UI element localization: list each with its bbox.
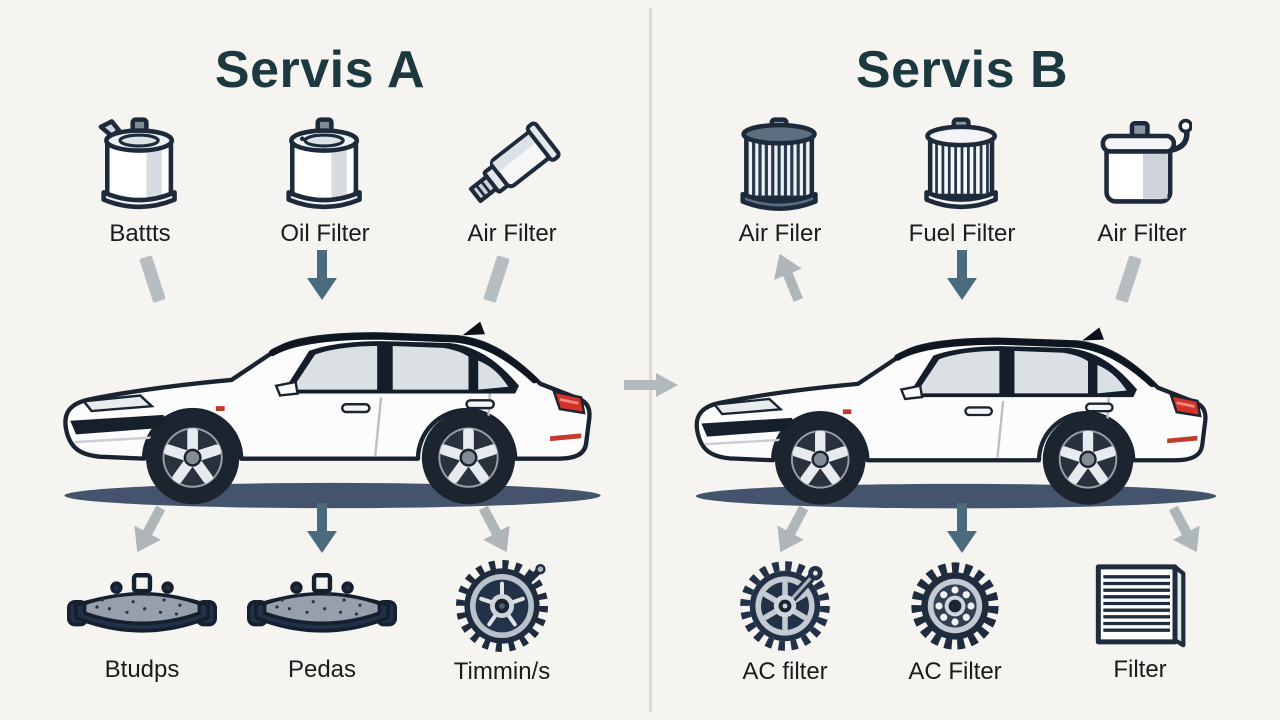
arrow-down-icon <box>947 250 977 300</box>
sprocket-icon <box>907 558 1003 654</box>
item-label: Air Filer <box>738 220 822 247</box>
right-panel-title: Servis B <box>855 41 1069 99</box>
item-label: Air Filter <box>1097 220 1187 247</box>
air-filter-pleated-icon <box>730 116 830 216</box>
list-item: Oil Filter <box>235 116 415 248</box>
panel-divider <box>649 8 652 712</box>
list-item: Pedas <box>232 562 412 684</box>
oil-filter-icon <box>275 116 375 216</box>
gear-wrench-icon <box>737 558 833 654</box>
car-illustration-right <box>678 316 1234 514</box>
list-item: AC Filter <box>865 558 1045 686</box>
list-item: Timmin/s <box>412 558 592 686</box>
fuel-filter-pleated-icon <box>912 116 1012 216</box>
left-panel-title: Servis A <box>214 41 426 99</box>
item-label: Oil Filter <box>280 220 370 247</box>
item-label: Btudps <box>104 656 180 683</box>
list-item: AC filter <box>695 558 875 686</box>
car-illustration-left <box>45 310 620 514</box>
connector-bar-icon <box>483 255 510 303</box>
list-item: Air Filter <box>1052 116 1232 248</box>
item-label: AC Filter <box>908 658 1002 685</box>
list-item: Air Filer <box>690 116 870 248</box>
arrow-down-icon <box>307 503 337 553</box>
spark-plug-icon <box>462 116 562 216</box>
item-label: Filter <box>1113 656 1167 683</box>
oil-canister-icon <box>90 116 190 216</box>
list-item: Btudps <box>52 562 232 684</box>
connector-bar-icon <box>139 255 166 303</box>
brake-pad-icon <box>247 562 397 652</box>
timing-gear-icon <box>454 558 550 654</box>
cabin-filter-icon <box>1090 560 1190 652</box>
list-item: Filter <box>1050 560 1230 684</box>
oil-can-icon <box>1092 116 1192 216</box>
list-item: Fuel Filter <box>872 116 1052 248</box>
item-label: Air Filter <box>467 220 557 247</box>
brake-pad-icon <box>67 562 217 652</box>
arrow-down-icon <box>947 503 977 553</box>
item-label: Timmin/s <box>453 658 551 685</box>
transform-arrow-icon <box>624 373 678 397</box>
item-label: Pedas <box>287 656 357 683</box>
item-label: Fuel Filter <box>908 220 1016 247</box>
arrow-up-icon <box>765 248 813 306</box>
list-item: Air Filter <box>422 116 602 248</box>
item-label: Battts <box>109 220 171 247</box>
item-label: AC filter <box>742 658 828 685</box>
connector-bar-icon <box>1115 255 1142 303</box>
list-item: Battts <box>50 116 230 248</box>
arrow-down-icon <box>307 250 337 300</box>
